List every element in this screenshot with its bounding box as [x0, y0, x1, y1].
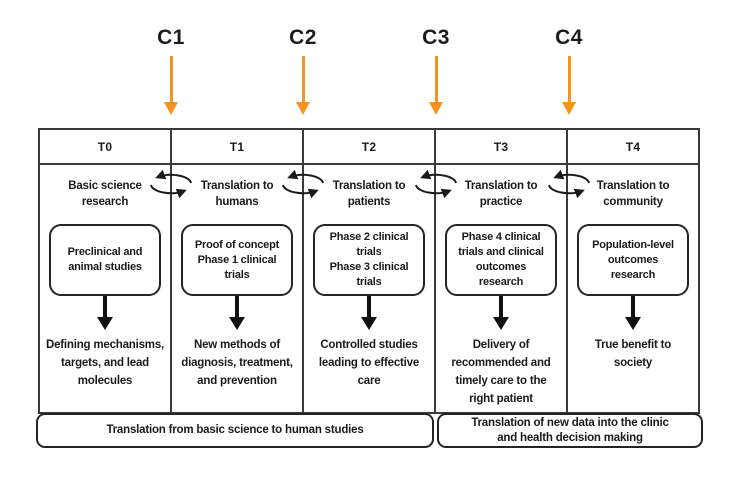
orange-down-arrow-icon	[567, 56, 571, 102]
outcome-text-t4: True benefit to society	[594, 339, 672, 369]
outcome-text-t1: New methods of diagnosis, treatment, and…	[181, 339, 293, 387]
orange-arrowhead-icon	[164, 102, 178, 115]
activity-box-t3: Phase 4 clinical trials and clinical out…	[445, 224, 557, 296]
column-t4: T4 Translation to community Population-l…	[568, 130, 698, 412]
chasm-c1: C1	[141, 26, 201, 115]
chasm-c2-label: C2	[289, 26, 317, 49]
column-t0: T0 Basic science research Preclinical an…	[40, 130, 172, 412]
black-down-arrow-icon	[625, 296, 641, 330]
chasm-c3-label: C3	[422, 26, 450, 49]
translation-cycle-icon	[415, 169, 457, 199]
activity-box-t0: Preclinical and animal studies	[49, 224, 161, 296]
translation-cycle-icon	[150, 169, 192, 199]
black-down-arrow-icon	[229, 296, 245, 330]
orange-arrowhead-icon	[296, 102, 310, 115]
column-t2: T2 Translation to patients Phase 2 clini…	[304, 130, 436, 412]
phase-label-t2: Translation to patients	[332, 180, 406, 208]
translation-cycle-icon	[282, 169, 324, 199]
orange-arrowhead-icon	[562, 102, 576, 115]
outcome-text-t0: Defining mechanisms, targets, and lead m…	[45, 339, 165, 387]
activity-box-t1: Proof of concept Phase 1 clinical trials	[181, 224, 293, 296]
stage-header-t2: T2	[304, 130, 434, 165]
chasm-c1-label: C1	[157, 26, 185, 49]
footer-clinic-decision-span: Translation of new data into the clinic …	[437, 413, 703, 448]
outcome-text-t3: Delivery of recommended and timely care …	[451, 339, 551, 405]
column-t1: T1 Translation to humans Proof of concep…	[172, 130, 304, 412]
orange-down-arrow-icon	[169, 56, 173, 102]
phase-label-t0: Basic science research	[68, 180, 142, 208]
activity-box-t2: Phase 2 clinical trials Phase 3 clinical…	[313, 224, 425, 296]
stage-header-t1: T1	[172, 130, 302, 165]
chasm-c4: C4	[539, 26, 599, 115]
activity-box-t4: Population-level outcomes research	[577, 224, 689, 296]
orange-down-arrow-icon	[301, 56, 305, 102]
outcome-text-t2: Controlled studies leading to effective …	[318, 339, 420, 387]
phase-label-t3: Translation to practice	[464, 180, 538, 208]
stage-header-t4: T4	[568, 130, 698, 165]
stage-header-t0: T0	[40, 130, 170, 165]
phase-label-t1: Translation to humans	[200, 180, 274, 208]
column-t3: T3 Translation to practice Phase 4 clini…	[436, 130, 568, 412]
black-down-arrow-icon	[493, 296, 509, 330]
chasm-c2: C2	[273, 26, 333, 115]
stage-header-t3: T3	[436, 130, 566, 165]
footer-basic-science-span: Translation from basic science to human …	[36, 413, 434, 448]
translation-cycle-icon	[548, 169, 590, 199]
black-down-arrow-icon	[97, 296, 113, 330]
orange-down-arrow-icon	[434, 56, 438, 102]
chasm-c4-label: C4	[555, 26, 583, 49]
chasm-c3: C3	[406, 26, 466, 115]
orange-arrowhead-icon	[429, 102, 443, 115]
black-down-arrow-icon	[361, 296, 377, 330]
stage-table: T0 Basic science research Preclinical an…	[38, 128, 700, 414]
phase-label-t4: Translation to community	[596, 180, 670, 208]
